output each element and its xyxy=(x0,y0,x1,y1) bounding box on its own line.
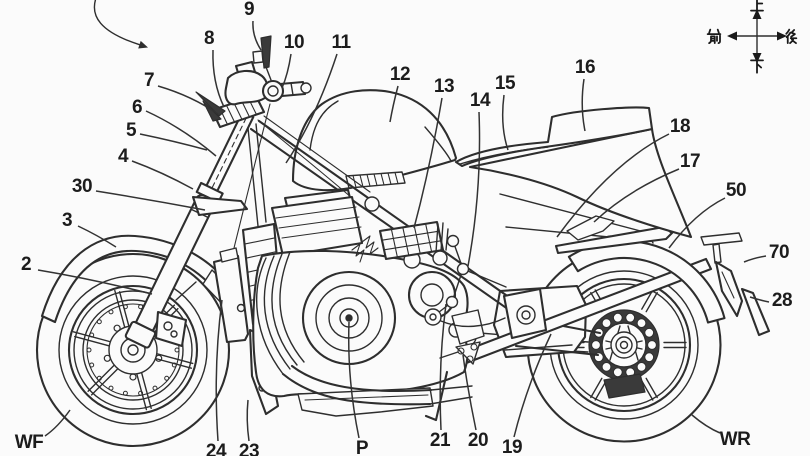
front-fork xyxy=(124,110,255,349)
leader-line-12 xyxy=(389,85,399,123)
tail-cowl xyxy=(468,127,693,239)
figure-reference-arrow xyxy=(93,0,148,49)
leader-lines xyxy=(37,20,770,442)
compass-rose: 上 下 前 後 xyxy=(706,0,798,74)
leader-line-19 xyxy=(513,333,552,438)
leader-line-P xyxy=(347,321,360,439)
leader-line-50 xyxy=(668,197,726,249)
brake-pedal xyxy=(440,317,506,328)
front-brake-caliper xyxy=(154,310,188,348)
leader-line-10 xyxy=(281,53,292,89)
leader-line-4 xyxy=(131,160,194,190)
compass-down-kanji xyxy=(750,59,764,74)
cowl-blade xyxy=(566,215,615,241)
leader-line-21 xyxy=(439,303,447,431)
leader-line-70 xyxy=(743,255,767,263)
handlebar-grip xyxy=(261,79,312,103)
exhaust xyxy=(256,251,473,422)
tail-rack xyxy=(700,232,743,246)
leader-line-11 xyxy=(285,53,338,164)
leader-line-15 xyxy=(501,94,509,151)
leader-line-9 xyxy=(252,20,262,51)
leader-line-WR xyxy=(691,414,721,434)
swingarm-assembly xyxy=(441,257,713,372)
leader-line-5 xyxy=(139,133,208,151)
rear-frame-trellis xyxy=(424,234,507,365)
leader-line-18 xyxy=(556,133,670,238)
leader-line-7 xyxy=(157,85,219,115)
top-clamp xyxy=(224,69,269,106)
cockpit xyxy=(195,35,371,249)
leader-line-WF xyxy=(44,409,71,437)
compass-up-kanji xyxy=(750,0,764,12)
compass-rear-kanji xyxy=(785,28,798,45)
leader-line-23 xyxy=(246,399,250,442)
leader-line-3 xyxy=(77,225,117,248)
fork-reflector xyxy=(191,195,249,217)
kickstand xyxy=(424,370,449,422)
seat-tail xyxy=(454,106,693,241)
leader-line-30 xyxy=(95,190,206,211)
leader-line-24 xyxy=(215,299,223,442)
leader-line-6 xyxy=(145,110,217,157)
cable xyxy=(257,119,353,199)
compass-front-kanji xyxy=(706,28,722,45)
leader-line-13 xyxy=(413,97,443,229)
tail-stay xyxy=(554,225,674,255)
rear-brake-block xyxy=(603,373,646,399)
leader-line-16 xyxy=(581,78,586,132)
radiator-shroud xyxy=(212,247,250,344)
crank-center xyxy=(345,314,353,322)
shock-linkage xyxy=(455,341,481,365)
leader-line-8 xyxy=(212,49,225,108)
leader-line-20 xyxy=(462,354,477,431)
license-hanger xyxy=(740,287,771,337)
rear-fender xyxy=(554,225,771,337)
brake-hose xyxy=(233,103,271,249)
intake-throttle xyxy=(351,220,449,263)
main-frame xyxy=(247,119,548,340)
leader-line-28 xyxy=(749,296,770,303)
leader-line-2 xyxy=(37,269,153,295)
mirror xyxy=(252,35,272,81)
tail-light xyxy=(714,260,744,318)
rear-hub xyxy=(588,309,660,381)
engine xyxy=(252,188,485,417)
leader-line-14 xyxy=(467,111,481,267)
leader-line-17 xyxy=(593,168,680,223)
cylinder-block xyxy=(270,195,364,258)
rear-wheel xyxy=(526,247,722,443)
footpeg xyxy=(424,308,442,326)
mirror-blade xyxy=(260,35,272,69)
brake-lever xyxy=(195,91,226,117)
